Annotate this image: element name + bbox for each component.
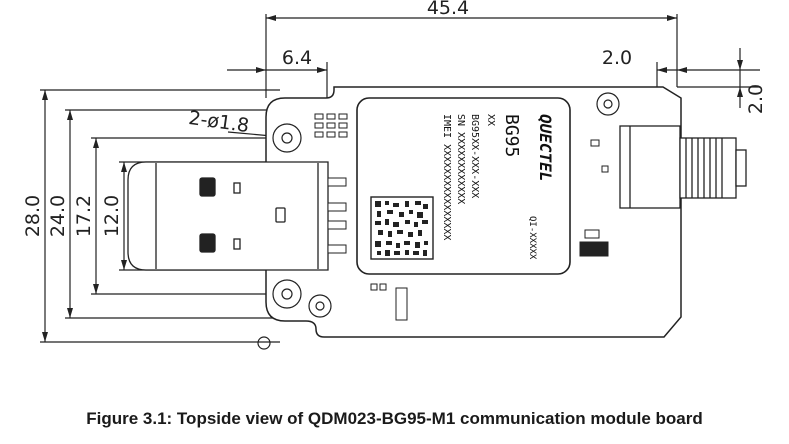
module-line-xx: XX — [485, 114, 496, 126]
reference-point — [257, 336, 271, 350]
dim-right-offset-h: 2.0 — [602, 47, 632, 69]
figure-caption: Figure 3.1: Topside view of QDM023-BG95-… — [86, 409, 703, 428]
module-line-imei: IMEI XXXXXXXXXXXXXXXX — [441, 114, 452, 240]
pad-bottom-middle — [308, 294, 332, 318]
module-side-code: QI-XXXXX — [527, 216, 537, 260]
pad-right-top — [596, 92, 620, 116]
dim-usb-offset: 6.4 — [282, 47, 312, 69]
module-line-sn: SN XXXXXXXXXXXX — [455, 114, 466, 204]
module-text: QUECTEL BG95 XX BG95XX-XXX-XXX SN XXXXXX… — [441, 114, 555, 260]
dim-height-17: 17.2 — [73, 195, 95, 237]
antenna-connector — [619, 125, 747, 209]
board-drawing: 45.4 6.4 2-ø1.8 2.0 2.0 28.0 24.0 17.2 1… — [22, 0, 767, 350]
dim-height-total: 28.0 — [22, 195, 44, 237]
dim-hole-callout: 2-ø1.8 — [187, 107, 250, 137]
smd-components — [370, 139, 609, 321]
dim-height-24: 24.0 — [47, 195, 69, 237]
dim-right-offset-v: 2.0 — [745, 84, 767, 114]
usb-connector — [127, 161, 329, 271]
dim-height-12: 12.0 — [101, 195, 123, 237]
mounting-hole-bottom — [272, 279, 302, 309]
module-brand: QUECTEL — [536, 114, 555, 181]
dim-overall-width: 45.4 — [427, 0, 469, 19]
smd-pads-top-left — [314, 113, 348, 138]
qr-code — [370, 196, 434, 260]
usb-pins — [327, 177, 347, 254]
mounting-hole-top — [272, 123, 302, 153]
module-line-pn: BG95XX-XXX-XXX — [469, 114, 480, 198]
module-model: BG95 — [501, 114, 522, 157]
